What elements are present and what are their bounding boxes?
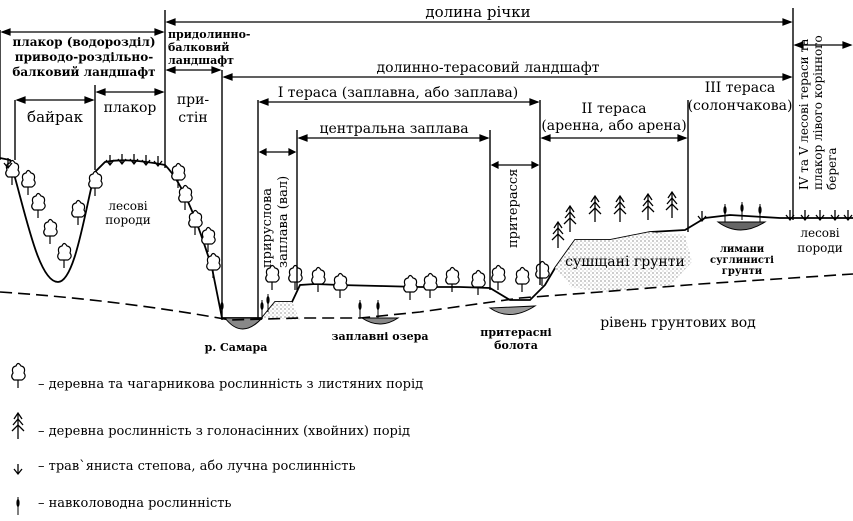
legend-item: – деревна рослинність з голонасінних (хв…	[11, 412, 410, 440]
deciduous-tree-icon	[333, 272, 348, 299]
labels: долина річки плакор (водорозділ) приводо…	[12, 3, 842, 354]
plakor-watershed-label-1: плакор (водорозділ)	[12, 35, 155, 49]
deciduous-tree-icon	[491, 264, 506, 291]
loess-right-label-2: породи	[797, 241, 843, 255]
legend: – деревна та чагарникова рослинність з л…	[11, 362, 423, 516]
deciduous-tree-icon	[21, 169, 36, 196]
liman-label-3: грунти	[722, 266, 763, 277]
conifer-tree-icon	[588, 195, 602, 223]
plakor-label: плакор	[104, 100, 157, 116]
legend-text: – навколоводна рослинність	[38, 496, 232, 511]
liman-label-1: лимани	[720, 244, 765, 255]
groundwater-line	[0, 273, 853, 321]
ground-profile	[0, 157, 853, 319]
conifer-tree-icon	[11, 412, 25, 440]
reed-icon	[757, 203, 763, 223]
deciduous-tree-icon	[201, 226, 216, 253]
deciduous-tree-icon	[311, 266, 326, 293]
bairak-label: байрак	[27, 108, 84, 126]
liman-label-2: суглинисті	[710, 255, 774, 266]
grass-icon	[117, 153, 127, 165]
loess-left-label-2: породи	[105, 213, 151, 227]
groundwater-label: рівень грунтових вод	[600, 315, 756, 331]
dried-soils-area	[555, 232, 692, 292]
deciduous-tree-icon	[515, 266, 530, 293]
legend-text: – деревна та чагарникова рослинність з л…	[38, 377, 423, 392]
deciduous-tree-icon	[206, 252, 221, 279]
vegetation	[3, 153, 853, 319]
plakor-watershed-label-2: приводо-роздільно-	[15, 50, 153, 64]
loess-left-label-1: лесові	[108, 199, 147, 213]
boundary-lines	[0, 8, 794, 320]
deciduous-tree-icon	[265, 264, 280, 291]
valley-terrace-label: долинно-терасовий ландшафт	[377, 60, 600, 76]
near-valley-label-2: балковий	[168, 41, 229, 54]
conifer-tree-icon	[613, 195, 627, 223]
levee-label-2: заплава (вал)	[276, 176, 291, 268]
reed-icon	[739, 201, 745, 221]
near-valley-label-1: придолинно-	[168, 28, 251, 41]
deciduous-tree-icon	[471, 269, 486, 296]
terrace3-label-2: (солончакова)	[688, 98, 793, 114]
near-terrace-swamps-label-2: болота	[494, 339, 538, 352]
terrace2-label-1: ІІ тераса	[581, 101, 646, 117]
terrace1-label: І тераса (заплавна, або заплава)	[278, 85, 518, 101]
loess-right-label-1: лесові	[800, 226, 839, 240]
grass-icon	[141, 154, 151, 166]
levee-area	[262, 302, 300, 320]
central-floodplain-label: центральна заплава	[319, 121, 468, 137]
deciduous-tree-icon	[57, 242, 72, 269]
deciduous-tree-icon	[31, 192, 46, 219]
grass-icon	[129, 153, 139, 165]
legend-item: – деревна та чагарникова рослинність з л…	[11, 362, 423, 392]
arrows	[0, 18, 853, 169]
legend-text: – трав`яниста степова, або лучна рослинн…	[38, 459, 356, 474]
terrace45-label-2: плакор лівого корінного	[811, 35, 825, 190]
deciduous-tree-icon	[423, 272, 438, 299]
levee-label-1: прируслова	[260, 188, 275, 268]
legend-text: – деревна рослинність з голонасінних (хв…	[38, 424, 410, 439]
reed-icon	[15, 496, 21, 516]
reed-icon	[722, 203, 728, 223]
deciduous-tree-icon	[171, 162, 186, 189]
swamp-water	[488, 305, 537, 315]
conifer-tree-icon	[551, 221, 565, 249]
prystin-label-2: стін	[178, 110, 207, 126]
near-valley-label-3: ландшафт	[168, 54, 234, 67]
terrace3-label-1: ІІІ тераса	[705, 80, 776, 96]
terrace2-label-2: (аренна, або арена)	[541, 118, 686, 134]
grass-icon	[697, 210, 707, 222]
river-label: р. Самара	[205, 341, 268, 354]
dried-soils-label: сушщані грунти	[565, 254, 685, 270]
legend-item: – навколоводна рослинність	[15, 496, 232, 516]
reed-icon	[357, 299, 363, 319]
deciduous-tree-icon	[403, 274, 418, 301]
legend-item: – трав`яниста степова, або лучна рослинн…	[13, 459, 356, 475]
liman-water	[716, 221, 767, 231]
river-water	[223, 317, 264, 330]
plakor-watershed-label-3: балковий ландшафт	[12, 65, 155, 79]
flood-lakes-label: заплавні озера	[332, 330, 429, 343]
near-terrace-label: притерасся	[506, 169, 521, 248]
terrace45-label-3: берега	[825, 147, 839, 190]
valley-label: долина річки	[425, 3, 530, 21]
conifer-tree-icon	[563, 205, 577, 233]
grass-icon	[13, 463, 23, 475]
deciduous-tree-icon	[445, 266, 460, 293]
terrace45-label-1: IV та V лесові тераси та	[797, 39, 811, 190]
near-terrace-swamps-label-1: притерасні	[480, 326, 551, 339]
deciduous-tree-icon	[43, 218, 58, 245]
flood-lake-water	[360, 317, 400, 325]
conifer-tree-icon	[665, 191, 679, 219]
conifer-tree-icon	[641, 193, 655, 221]
prystin-label-1: при-	[177, 92, 210, 108]
deciduous-tree-icon	[11, 362, 26, 389]
